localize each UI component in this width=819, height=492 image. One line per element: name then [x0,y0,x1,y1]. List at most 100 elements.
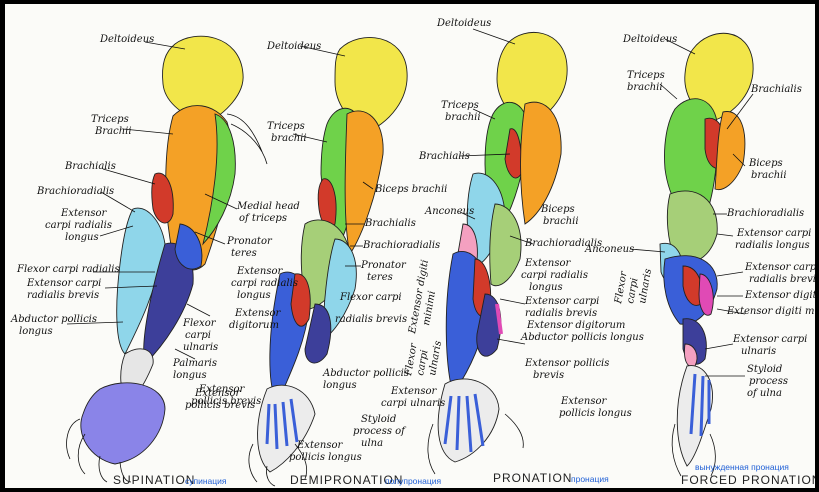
label-brachioradialis: Brachioradialis [726,208,804,219]
label-deltoideus: Deltoideus [99,34,154,45]
label-biceps-brachii: Biceps brachii [374,184,447,195]
label-triceps: Triceps [267,121,305,132]
label-brachii: brachii [445,112,481,123]
label-extensor-pollicis: Extensor pollicis [524,358,609,369]
label-brachioradialis: Brachioradialis [362,240,440,251]
label-extensor-3: Extensor [198,384,245,395]
label-extensor-3: Extensor [560,396,607,407]
label-brachialis: Brachialis [418,151,470,162]
anatomy-illustration: Deltoideus Triceps Brachii Brachialis Br… [5,4,815,488]
label-biceps-brachii: brachii [543,216,579,227]
label-extensor-2: Extensor [390,386,437,397]
label-radialis-brevis: radialis brevis [749,274,815,285]
label-medial-head: Medial head [236,201,300,212]
label-extensor: Extensor [60,208,107,219]
arm-pronation [428,32,567,474]
caption-pronation: PRONATION [493,471,572,485]
label-radialis-brevis: radialis brevis [525,308,597,319]
label-brachialis: Brachialis [750,84,802,95]
label-extensor-digitorum: Extensor digitorum [526,320,625,331]
caption-ru-pronation: пронация [571,474,609,484]
label-styloid: Styloid [747,364,782,375]
label-flexor-carpi: Flexor carpi [339,292,402,303]
label-digitorum: digitorum [229,320,279,331]
label-flexor-carpi-radialis: Flexor carpi radialis [16,264,120,275]
caption-forced-pronation: FORCED PRONATION [681,473,815,487]
label-carpi-radialis: carpi radialis [521,270,588,281]
label-carpi-ulnaris: carpi ulnaris [381,398,445,409]
label-process-of: process of [353,426,407,437]
label-abductor-pollicis: Abductor pollicis [10,314,97,325]
label-teres: teres [367,272,393,283]
label-ulnaris: ulnaris [183,342,218,353]
label-deltoideus: Deltoideus [436,18,491,29]
label-brachialis: Brachialis [364,218,416,229]
arm-supination [67,36,267,482]
label-pronator: Pronator [360,260,407,271]
label-of-ulna: of ulna [747,388,782,399]
label-extensor-carpi: Extensor carpi [524,296,599,307]
label-deltoideus: Deltoideus [622,34,677,45]
label-abductor-pollicis: Abductor pollicis [322,368,409,379]
label-anconeus: Anconeus [584,244,634,255]
label-extensor: Extensor [236,266,283,277]
label-pronator: Pronator [226,236,273,247]
label-extensor-digitorum: Extensor digitorum [744,290,815,301]
label-abductor-longus: longus [323,380,357,391]
label-palmaris-longus: longus [173,370,207,381]
label-carpi: carpi [185,330,211,341]
label-ulnaris-2: ulnaris [741,346,776,357]
label-brachii: brachii [271,133,307,144]
label-flexor: Flexor [182,318,217,329]
label-extensor-carpi-2: Extensor carpi [744,262,815,273]
label-triceps: Triceps [441,100,479,111]
label-radialis-longus: radialis longus [735,240,810,251]
arm-muscles-drawing: Deltoideus Triceps Brachii Brachialis Br… [5,4,815,488]
label-brachialis: Brachialis [64,161,116,172]
label-extensor: Extensor [524,258,571,269]
label-longus: longus [65,232,99,243]
label-radialis-brevis: radialis brevis [335,314,407,325]
caption-ru-demipronation: полупронация [385,476,441,486]
label-extensor-2: Extensor [234,308,281,319]
label-of-triceps: of triceps [239,213,287,224]
label-radialis-brevis: radialis brevis [27,290,99,301]
label-process: process [749,376,788,387]
caption-supination: SUPINATION [113,473,195,487]
label-abductor-pollicis-longus: Abductor pollicis longus [520,332,644,343]
caption-ru-forced-pronation: вынужденная пронация [695,462,789,472]
label-biceps: Biceps [540,204,575,215]
panel-captions: SUPINATION супинация DEMIPRONATION полуп… [113,462,815,487]
label-extensor-4: Extensor [296,440,343,451]
label-extensor-carpi: Extensor carpi [26,278,101,289]
label-deltoideus: Deltoideus [266,41,321,52]
label-longus: longus [237,290,271,301]
label-styloid: Styloid [361,414,396,425]
label-abductor-longus: longus [19,326,53,337]
label-brachii: Brachii [94,126,132,137]
label-ulna: ulna [361,438,383,449]
label-biceps-brachii: brachii [751,170,787,181]
label-extensor-carpi: Extensor carpi [736,228,811,239]
label-triceps: Triceps [91,114,129,125]
label-pollicis-brevis: brevis [533,370,564,381]
label-carpi-radialis: carpi radialis [45,220,112,231]
label-biceps: Biceps [748,158,783,169]
label-anconeus: Anconeus [424,206,474,217]
label-pollicis-longus: pollicis longus [289,452,362,463]
label-extensor-carpi-3: Extensor carpi [732,334,807,345]
label-carpi-radialis: carpi radialis [231,278,298,289]
arm-forced-pronation [660,33,753,476]
label-ulnaris: ulnaris [637,268,654,305]
label-brachii: brachii [627,82,663,93]
label-ulnaris: ulnaris [427,340,444,377]
label-longus: longus [529,282,563,293]
label-teres: teres [231,248,257,259]
label-brachioradialis: Brachioradialis [36,186,114,197]
label-pollicis-brevis: pollicis brevis [191,396,261,407]
label-palmaris: Palmaris [172,358,217,369]
caption-ru-supination: супинация [185,476,227,486]
label-extensor-digiti-minimi: Extensor digiti minimi [726,306,815,317]
label-pollicis-longus: pollicis longus [559,408,632,419]
